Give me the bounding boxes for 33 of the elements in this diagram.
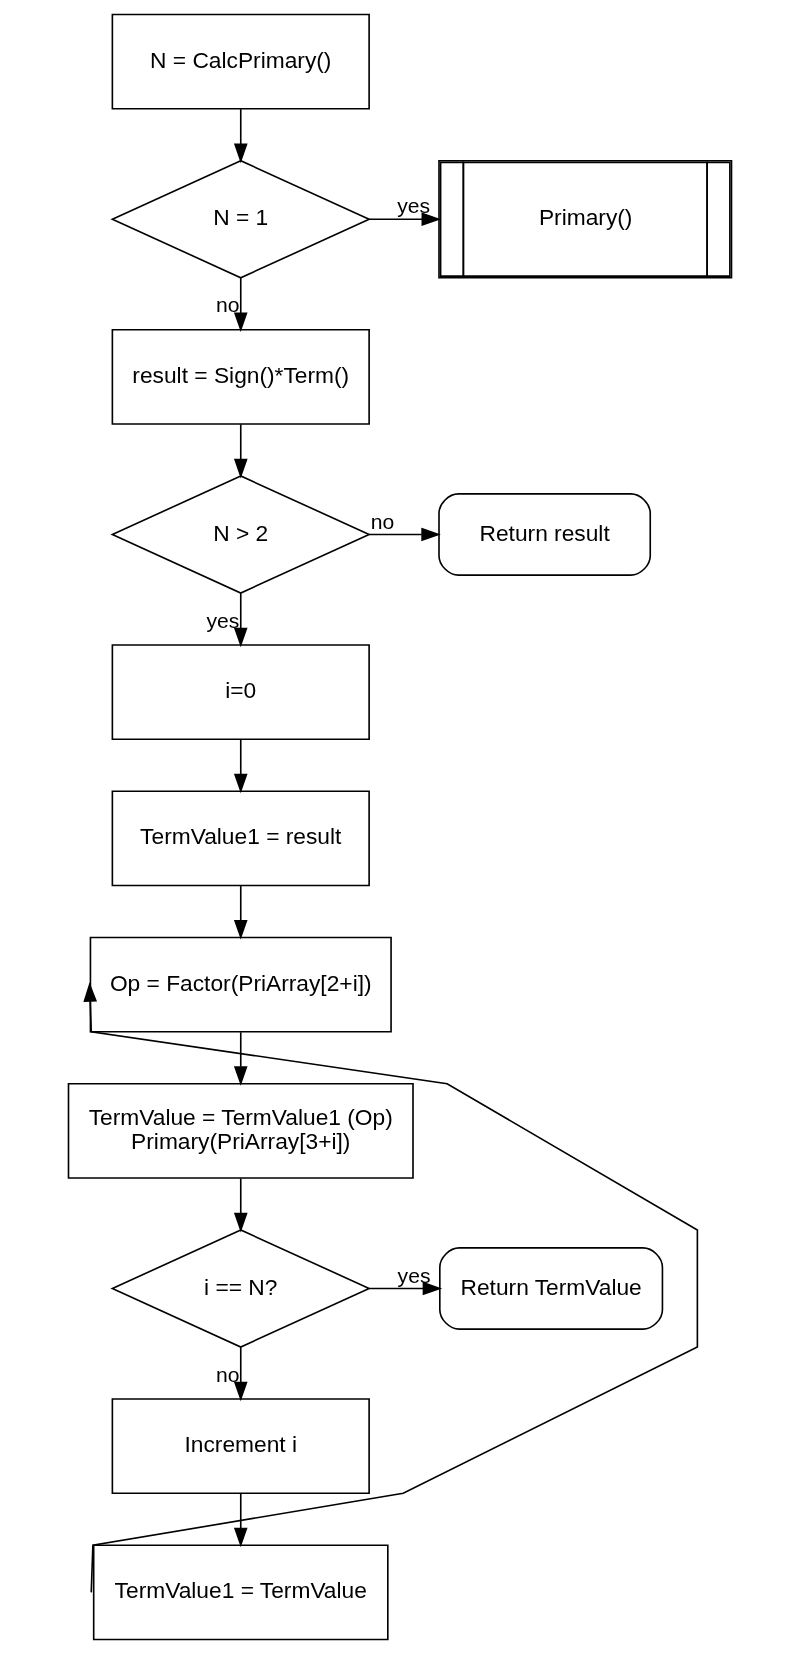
edge-label: yes [397, 1263, 431, 1287]
node-box: i=0 [111, 644, 370, 741]
arrow [368, 1281, 443, 1296]
node-box: result = Sign()*Term() [111, 328, 370, 425]
node-box: TermValue1 = TermValue [92, 1544, 389, 1641]
node-box: Op = Factor(PriArray[2+i]) [89, 936, 392, 1033]
node-box: Return TermValue [439, 1247, 664, 1330]
arrow [233, 1177, 248, 1233]
arrow [233, 277, 248, 332]
arrow [233, 738, 248, 794]
arrow [233, 885, 248, 940]
arrow [233, 1346, 248, 1402]
arrow [368, 212, 442, 227]
edge-label: no [216, 293, 240, 317]
arrow [233, 1031, 248, 1086]
node-box: Return result [438, 493, 652, 576]
node-diamond: N > 2 [110, 475, 372, 594]
edge-label: yes [397, 194, 431, 218]
arrow [233, 592, 248, 648]
edge-label: no [370, 509, 395, 533]
node-diamond: i == N? [110, 1229, 372, 1348]
node-box: Increment i [111, 1398, 370, 1495]
node-box: TermValue = TermValue1 (Op) Primary(PriArray[3+i]) [67, 1082, 414, 1179]
node-diamond: N = 1 [110, 159, 372, 279]
arrow [83, 982, 699, 1594]
node-box: N = CalcPrimary() [111, 13, 370, 110]
arrow [233, 423, 248, 479]
node-box: TermValue1 = result [111, 790, 370, 887]
arrow [233, 108, 248, 164]
arrow [233, 1492, 248, 1548]
edge-label: yes [206, 608, 240, 632]
edge-label: no [216, 1362, 240, 1386]
arrow [368, 527, 441, 542]
